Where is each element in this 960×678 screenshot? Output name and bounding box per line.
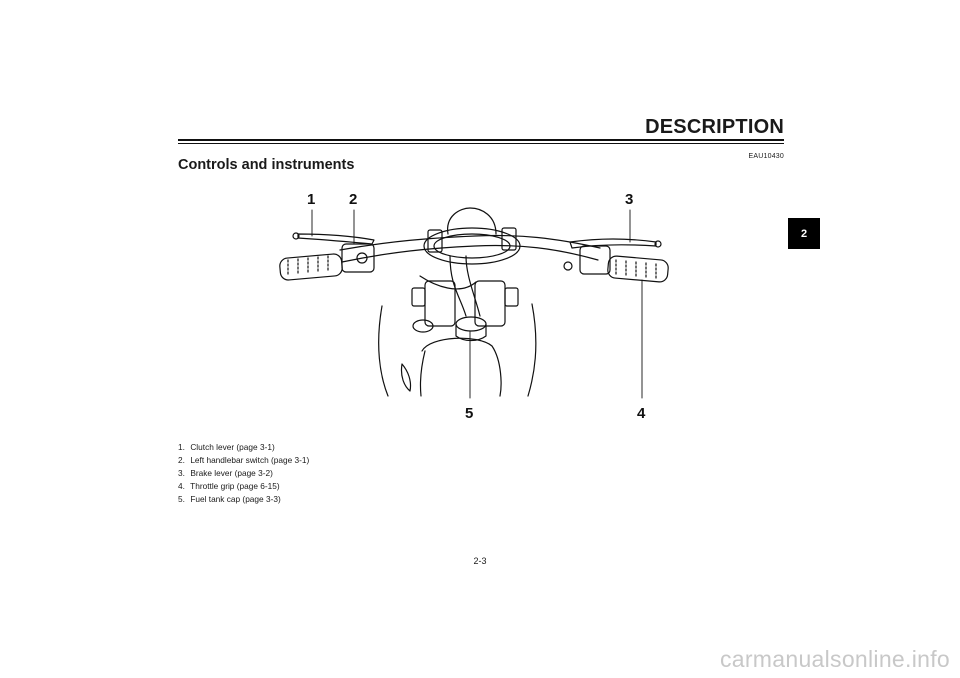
legend-text: Fuel tank cap (page 3-3) — [190, 494, 281, 504]
left-grip — [279, 253, 343, 281]
fuel-cap-shape — [455, 316, 487, 332]
page-number: 2-3 — [473, 556, 487, 566]
figure-legend: 1. Clutch lever (page 3-1) 2. Left handl… — [178, 441, 309, 506]
section-title: DESCRIPTION — [645, 116, 784, 138]
header-rule-thick — [178, 139, 784, 141]
headlight-cowl — [447, 207, 497, 235]
throttle-housing — [579, 245, 611, 275]
legend-text: Left handlebar switch (page 3-1) — [190, 455, 310, 465]
motorcycle-handlebar-illustration: 1 2 3 4 5 — [279, 191, 669, 422]
legend-text: Brake lever (page 3-2) — [190, 468, 273, 478]
legend-item: 3. Brake lever (page 3-2) — [178, 467, 309, 480]
watermark[interactable]: carmanualsonline.info — [719, 646, 950, 672]
legend-number: 4. — [178, 481, 185, 491]
fork-tube-left — [424, 280, 456, 327]
callout-3: 3 — [625, 191, 633, 208]
legend-item: 4. Throttle grip (page 6-15) — [178, 480, 309, 493]
reference-code: EAU10430 — [748, 153, 784, 160]
legend-number: 5. — [178, 494, 185, 504]
callout-5: 5 — [465, 405, 473, 422]
handlebar-bar — [339, 234, 601, 251]
brake-lever — [569, 238, 657, 249]
page-heading: Controls and instruments — [178, 157, 355, 173]
fuel-tank-shape — [378, 303, 537, 397]
clutch-lever — [297, 233, 375, 245]
callout-1: 1 — [307, 191, 315, 208]
legend-number: 1. — [178, 442, 185, 452]
chapter-tab[interactable]: 2 — [788, 218, 820, 249]
legend-text: Throttle grip (page 6-15) — [190, 481, 280, 491]
handlebar-figure: 1 2 3 4 5 — [270, 186, 670, 431]
right-grip — [607, 255, 669, 283]
legend-number: 2. — [178, 455, 185, 465]
legend-number: 3. — [178, 468, 185, 478]
legend-item: 2. Left handlebar switch (page 3-1) — [178, 454, 309, 467]
legend-text: Clutch lever (page 3-1) — [190, 442, 275, 452]
callout-2: 2 — [349, 191, 357, 208]
fork-tube-right — [474, 280, 506, 327]
legend-item: 1. Clutch lever (page 3-1) — [178, 441, 309, 454]
callout-4: 4 — [637, 405, 646, 422]
header-rule-thin — [178, 143, 784, 144]
legend-item: 5. Fuel tank cap (page 3-3) — [178, 493, 309, 506]
left-switch-housing — [341, 243, 375, 273]
